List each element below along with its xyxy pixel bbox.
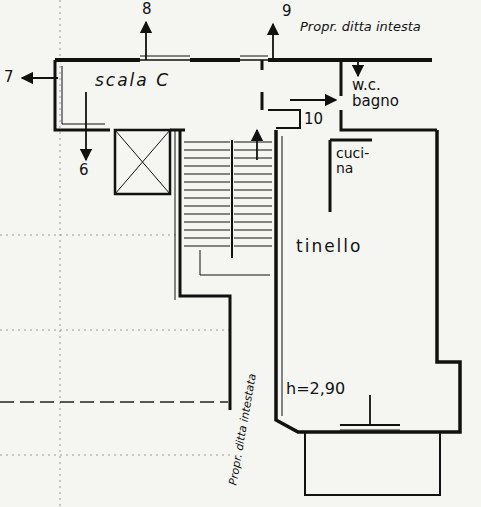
callout-number: 6 (79, 163, 89, 178)
room-name: scala C (95, 72, 215, 90)
room-name: tinello (296, 238, 416, 256)
callout-number: 8 (142, 2, 152, 17)
arrows (22, 22, 370, 425)
height-dimension: h=2,90 (286, 381, 345, 397)
room-name: w.c. bagno (352, 78, 432, 110)
callout-number: 10 (304, 112, 323, 127)
room: cuci- na (336, 146, 372, 175)
neighbour-note: Propr. ditta intesta (300, 20, 421, 33)
room: tinello (296, 238, 416, 256)
neighbour-note: Propr. ditta intestata (227, 373, 257, 486)
callout-number: 7 (4, 70, 14, 85)
room-name: cuci- na (336, 146, 372, 175)
grid-lines (0, 0, 230, 507)
stair-treads (184, 142, 272, 246)
room: w.c. bagno (352, 78, 432, 110)
walls (55, 56, 460, 495)
property-line (0, 401, 228, 403)
callout-number: 9 (282, 4, 292, 19)
room: scala C (95, 72, 215, 90)
